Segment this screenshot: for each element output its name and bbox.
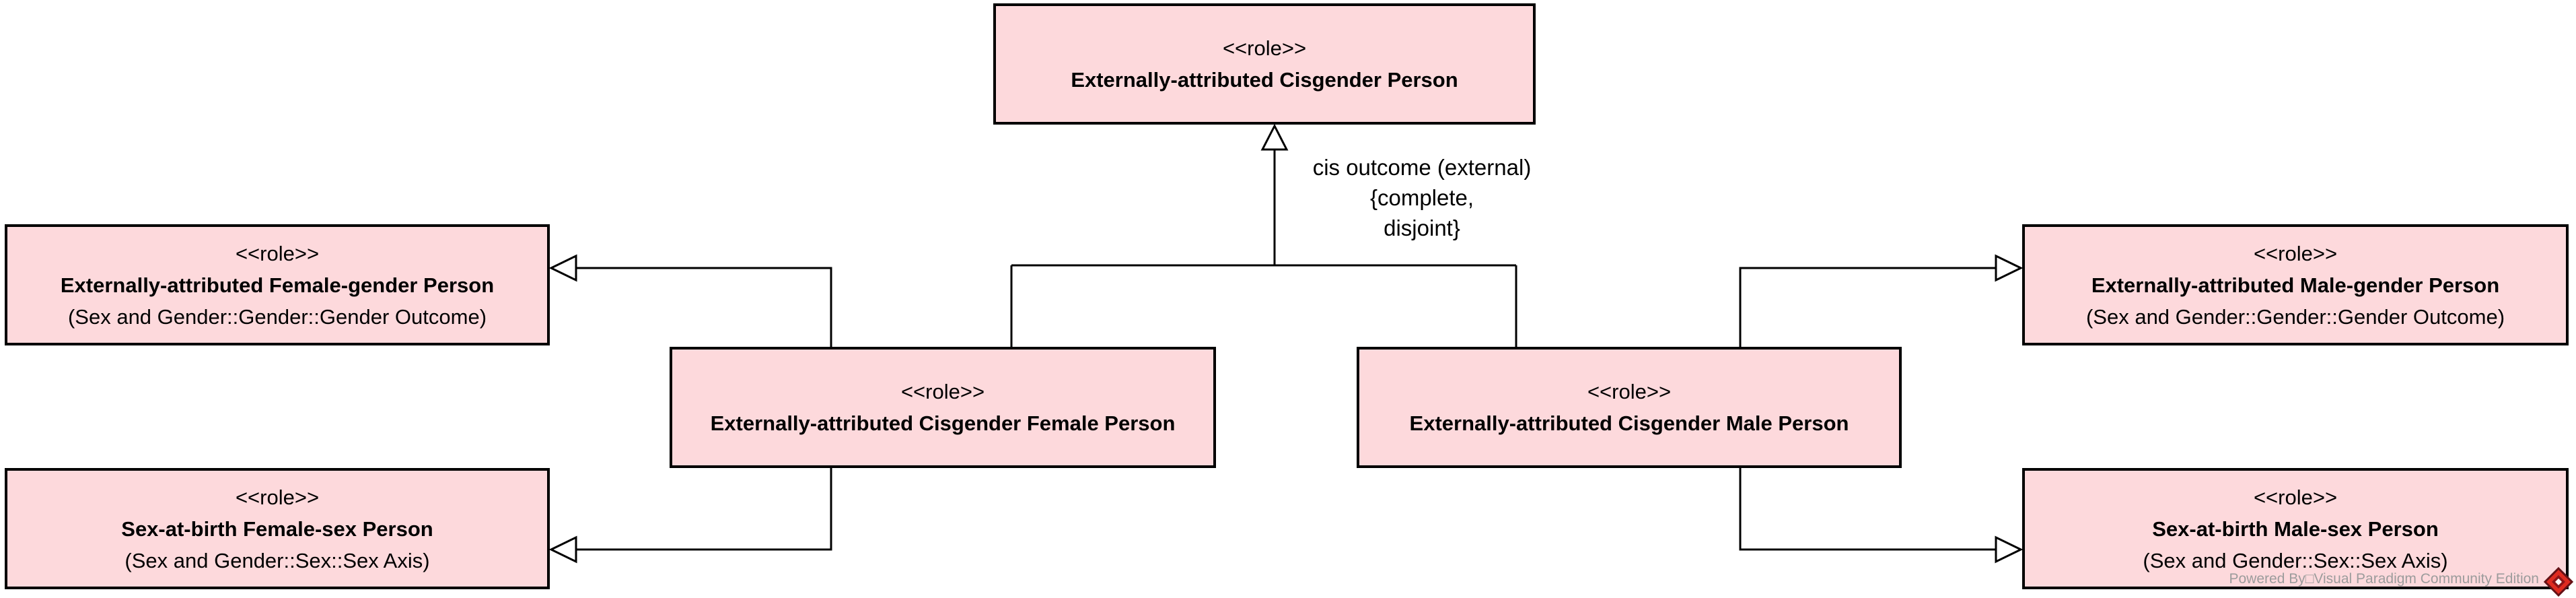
node-stereotype: <<role>> (900, 380, 985, 403)
edge-cismale-to-malegender (1739, 254, 2024, 350)
node-externally-attributed-cisgender-person: <<role>> Externally-attributed Cisgender… (993, 3, 1536, 125)
edge-generalization-set-cis-outcome (1010, 123, 1517, 350)
node-qualifier: (Sex and Gender::Gender::Gender Outcome) (67, 304, 487, 329)
edge-generalization-trunk-line (1010, 150, 1517, 350)
node-sex-at-birth-female-sex-person: <<role>> Sex-at-birth Female-sex Person … (5, 468, 550, 589)
edge-line-right-bottom (1739, 467, 1996, 551)
node-stereotype: <<role>> (235, 241, 320, 265)
generalization-triangle-right-icon (1995, 254, 2024, 282)
node-stereotype: <<role>> (1587, 380, 1672, 403)
node-externally-attributed-cisgender-female-person: <<role>> Externally-attributed Cisgender… (670, 347, 1216, 468)
node-stereotype: <<role>> (2253, 241, 2338, 265)
generalization-set-constraint-line2: disjoint} (1384, 215, 1460, 240)
edge-line-right-top (1739, 267, 1996, 350)
generalization-set-constraint-line1: {complete, (1369, 185, 1474, 210)
node-qualifier: (Sex and Gender::Sex::Sex Axis) (124, 548, 430, 572)
node-name: Externally-attributed Female-gender Pers… (60, 273, 495, 297)
generalization-triangle-left-icon (548, 254, 577, 282)
node-name: Externally-attributed Cisgender Female P… (710, 411, 1176, 435)
node-name: Sex-at-birth Female-sex Person (121, 517, 433, 541)
edge-cisfemale-to-femalesex (548, 467, 832, 564)
visual-paradigm-logo-icon (2544, 567, 2573, 597)
node-name: Externally-attributed Cisgender Person (1071, 68, 1458, 92)
edge-cisfemale-to-femalegender (548, 254, 832, 350)
node-sex-at-birth-male-sex-person: <<role>> Sex-at-birth Male-sex Person (S… (2022, 468, 2569, 589)
node-externally-attributed-cisgender-male-person: <<role>> Externally-attributed Cisgender… (1357, 347, 1902, 468)
generalization-triangle-left-icon (548, 535, 577, 564)
generalization-set-label: cis outcome (external) {complete, disjoi… (1281, 152, 1563, 243)
node-externally-attributed-male-gender-person: <<role>> Externally-attributed Male-gend… (2022, 224, 2569, 345)
node-stereotype: <<role>> (2253, 485, 2338, 509)
edge-line-left-top (576, 267, 832, 350)
edge-line-left-bottom (576, 467, 832, 551)
node-name: Externally-attributed Cisgender Male Per… (1409, 411, 1849, 435)
generalization-triangle-up-icon (1260, 123, 1289, 151)
powered-by-watermark: Powered By□Visual Paradigm Community Edi… (2229, 571, 2539, 587)
edge-cismale-to-malesex (1739, 467, 2024, 564)
node-stereotype: <<role>> (235, 485, 320, 509)
generalization-set-label-name: cis outcome (external) (1312, 155, 1532, 180)
node-name: Sex-at-birth Male-sex Person (2152, 517, 2439, 541)
node-externally-attributed-female-gender-person: <<role>> Externally-attributed Female-ge… (5, 224, 550, 345)
node-qualifier: (Sex and Gender::Sex::Sex Axis) (2143, 548, 2448, 572)
node-qualifier: (Sex and Gender::Gender::Gender Outcome) (2085, 304, 2505, 329)
node-stereotype: <<role>> (1222, 36, 1307, 60)
generalization-triangle-right-icon (1995, 535, 2024, 564)
node-name: Externally-attributed Male-gender Person (2091, 273, 2500, 297)
